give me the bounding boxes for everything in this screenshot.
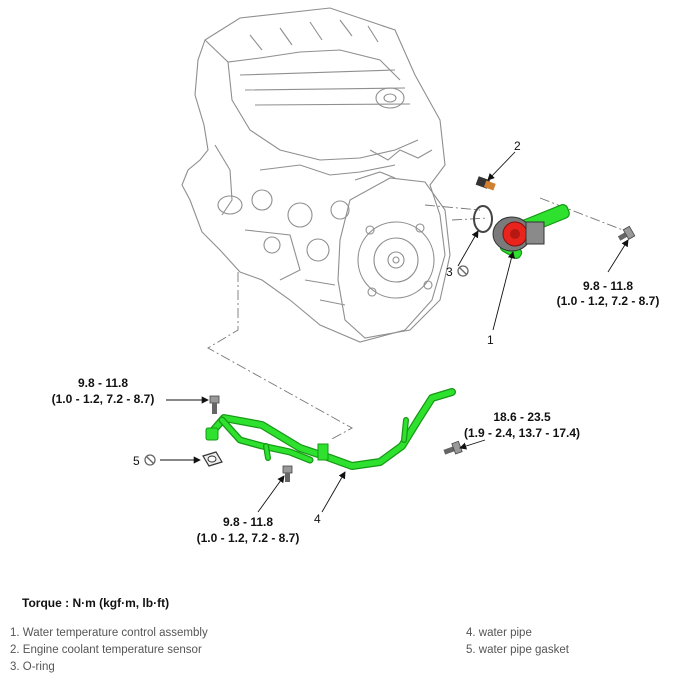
water-pipe-gasket-part xyxy=(202,451,223,467)
pipe-bolt-right xyxy=(443,440,463,455)
thermostat-bolt-part xyxy=(617,225,636,241)
callout-4: 4 xyxy=(314,512,321,526)
water-pipe-part xyxy=(208,388,456,470)
torque-pipe-bottom-value: 9.8 - 11.8 xyxy=(223,515,273,529)
pipe-bolt-top-left xyxy=(209,395,220,414)
callout-5: 5 xyxy=(133,454,140,468)
engine-block-illustration xyxy=(181,7,451,343)
torque-pipe-right-value: 18.6 - 23.5 xyxy=(493,410,551,424)
legend-item-1: 1. Water temperature control assembly xyxy=(10,627,208,639)
assembly-leader-lines xyxy=(207,197,629,441)
torque-pipe-left-detail: (1.0 - 1.2, 7.2 - 8.7) xyxy=(52,392,155,406)
pipe-end-flange xyxy=(205,427,219,441)
no-reuse-symbol-5 xyxy=(144,454,156,466)
torque-top-right-value: 9.8 - 11.8 xyxy=(583,279,633,293)
torque-pipe-bottom-detail: (1.0 - 1.2, 7.2 - 8.7) xyxy=(197,531,300,545)
pipe-bracket xyxy=(317,443,329,461)
exploded-view-diagram: 1 2 3 4 5 9.8 - 11.8 (1.0 - 1.2, 7.2 - 8… xyxy=(52,7,660,545)
torque-top-right-detail: (1.0 - 1.2, 7.2 - 8.7) xyxy=(557,294,660,308)
torque-units-heading: Torque : N·m (kgf·m, lb·ft) xyxy=(22,596,170,610)
coolant-temperature-sensor-part xyxy=(475,176,496,191)
legend-item-2: 2. Engine coolant temperature sensor xyxy=(10,644,202,656)
callout-arrows xyxy=(160,151,629,513)
no-reuse-symbol-3 xyxy=(457,265,469,277)
callout-1: 1 xyxy=(487,333,494,347)
callout-2: 2 xyxy=(514,139,521,153)
legend-item-3: 3. O-ring xyxy=(10,661,55,673)
legend-item-4: 4. water pipe xyxy=(466,627,532,639)
torque-pipe-left-value: 9.8 - 11.8 xyxy=(78,376,128,390)
legend-item-5: 5. water pipe gasket xyxy=(466,644,569,656)
pipe-bolt-bottom xyxy=(282,465,293,482)
torque-pipe-right-detail: (1.9 - 2.4, 13.7 - 17.4) xyxy=(464,426,580,440)
callout-3: 3 xyxy=(446,265,453,279)
water-temperature-control-assembly-part xyxy=(492,204,570,259)
o-ring-part xyxy=(473,205,493,233)
